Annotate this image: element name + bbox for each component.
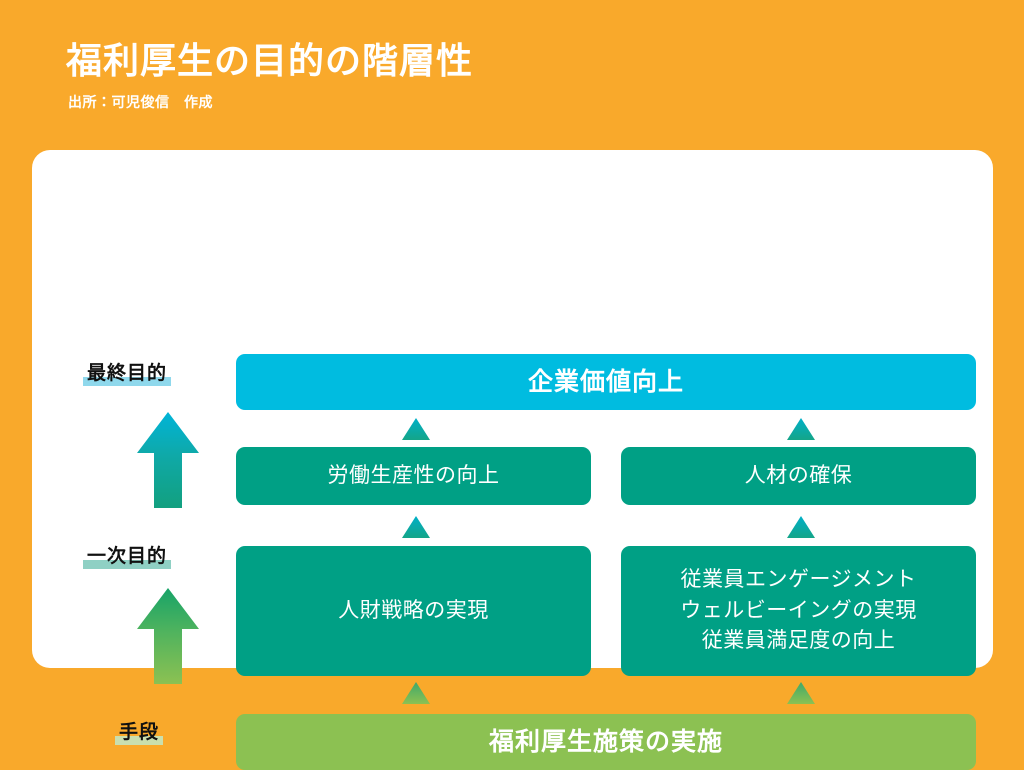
upward-arrow-icon-lower <box>137 588 199 684</box>
stage-label-primary-purpose: 一次目的 <box>82 541 172 569</box>
node-hr-strategy[interactable]: 人財戦略の実現 <box>236 546 591 676</box>
connector-triangle-icon-4 <box>787 516 815 538</box>
stage-label-final-purpose-text: 最終目的 <box>82 358 172 386</box>
page-subtitle: 出所：可児俊信 作成 <box>68 94 213 110</box>
node-talent-acquisition[interactable]: 人材の確保 <box>621 447 976 505</box>
stage-label-means: 手段 <box>114 717 164 745</box>
diagram-card: 最終目的 一次目的 手段 <box>32 150 993 770</box>
node-corporate-value[interactable]: 企業価値向上 <box>236 354 976 410</box>
stage-label-primary-purpose-text: 一次目的 <box>82 541 172 569</box>
page-title: 福利厚生の目的の階層性 <box>66 40 474 81</box>
node-labor-productivity[interactable]: 労働生産性の向上 <box>236 447 591 505</box>
node-engagement-wellbeing[interactable]: 従業員エンゲージメント ウェルビーイングの実現 従業員満足度の向上 <box>621 546 976 676</box>
node-engagement-wellbeing-line-2: ウェルビーイングの実現 <box>680 598 917 622</box>
connector-triangle-icon-6 <box>787 682 815 704</box>
connector-triangle-icon-3 <box>402 516 430 538</box>
connector-triangle-icon-1 <box>402 418 430 440</box>
node-welfare-measures[interactable]: 福利厚生施策の実施 <box>236 714 976 770</box>
node-engagement-wellbeing-line-3: 従業員満足度の向上 <box>701 629 896 653</box>
header: 福利厚生の目的の階層性 出所：可児俊信 作成 <box>66 38 966 112</box>
connector-triangle-icon-2 <box>787 418 815 440</box>
connector-triangle-icon-5 <box>402 682 430 704</box>
stage-label-means-text: 手段 <box>114 717 164 745</box>
upward-arrow-icon-upper <box>137 412 199 508</box>
node-engagement-wellbeing-line-1: 従業員エンゲージメント <box>680 568 917 592</box>
stage-label-final-purpose: 最終目的 <box>82 358 172 386</box>
